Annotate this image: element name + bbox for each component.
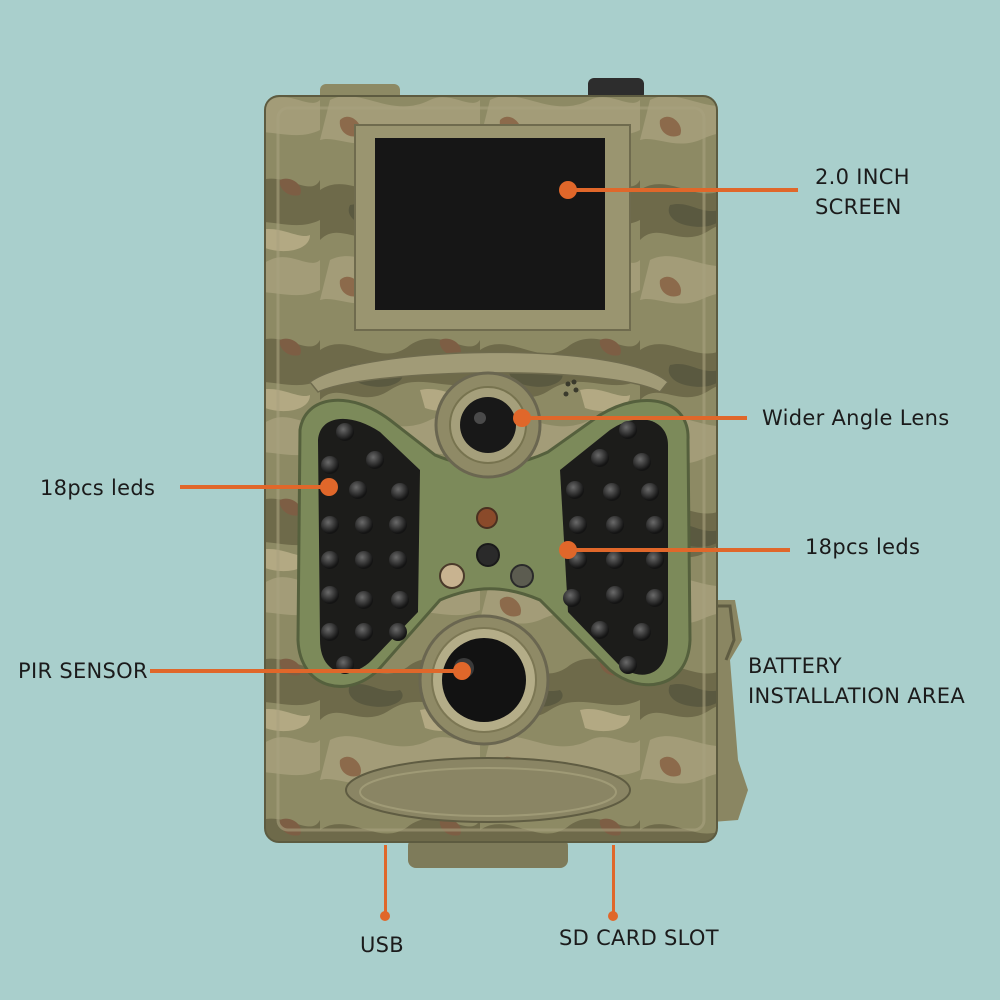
infrared-led <box>355 551 373 569</box>
usb-marker <box>380 911 390 921</box>
infrared-led <box>355 516 373 534</box>
infrared-led <box>336 423 354 441</box>
lens-leader <box>525 416 747 420</box>
pir-label: PIR SENSOR <box>18 659 148 683</box>
infrared-led <box>321 623 339 641</box>
lens-label: Wider Angle Lens <box>762 406 950 430</box>
leds-right-leader <box>570 548 790 552</box>
infrared-led <box>389 516 407 534</box>
infrared-led <box>606 586 624 604</box>
infrared-led <box>646 516 664 534</box>
leds-left-marker <box>320 478 338 496</box>
infrared-led <box>391 483 409 501</box>
infrared-led <box>641 483 659 501</box>
infrared-led <box>391 591 409 609</box>
led-array-right <box>560 419 668 675</box>
infrared-led <box>321 551 339 569</box>
lens-marker <box>513 409 531 427</box>
infrared-led <box>389 551 407 569</box>
infrared-led <box>389 623 407 641</box>
screen-label-line1: 2.0 INCH <box>815 165 910 189</box>
lcd-screen <box>375 138 605 310</box>
infrared-led <box>366 451 384 469</box>
infrared-led <box>321 586 339 604</box>
leds-left-label: 18pcs leds <box>40 476 156 500</box>
infrared-led <box>606 516 624 534</box>
infrared-led <box>349 481 367 499</box>
pir-marker <box>453 662 471 680</box>
wide-angle-lens <box>460 397 516 453</box>
infrared-led <box>566 481 584 499</box>
infrared-led <box>321 516 339 534</box>
sd-leader <box>612 845 615 915</box>
battery-label-line2: INSTALLATION AREA <box>748 684 966 708</box>
pir-leader <box>150 669 460 673</box>
pir-sensor <box>442 638 526 722</box>
led-array-left <box>318 418 420 673</box>
leds-left-leader <box>180 485 326 489</box>
infrared-led <box>563 589 581 607</box>
infrared-led <box>619 421 637 439</box>
infrared-led <box>321 456 339 474</box>
leds-right-label: 18pcs leds <box>805 535 921 559</box>
infrared-led <box>633 623 651 641</box>
screen-label-line2: SCREEN <box>815 195 902 219</box>
infrared-led <box>606 551 624 569</box>
sd-marker <box>608 911 618 921</box>
screen-marker <box>559 181 577 199</box>
infrared-led <box>603 483 621 501</box>
sd-label: SD CARD SLOT <box>559 926 719 950</box>
infrared-led <box>646 589 664 607</box>
infrared-led <box>355 591 373 609</box>
infrared-led <box>646 551 664 569</box>
infrared-led <box>619 656 637 674</box>
leds-right-marker <box>559 541 577 559</box>
screen-leader <box>570 188 798 192</box>
infrared-led <box>355 623 373 641</box>
infrared-led <box>569 516 587 534</box>
infrared-led <box>591 621 609 639</box>
usb-leader <box>384 845 387 915</box>
infrared-led <box>591 449 609 467</box>
usb-label: USB <box>360 933 405 957</box>
infrared-led <box>633 453 651 471</box>
battery-label-line1: BATTERY <box>748 654 842 678</box>
